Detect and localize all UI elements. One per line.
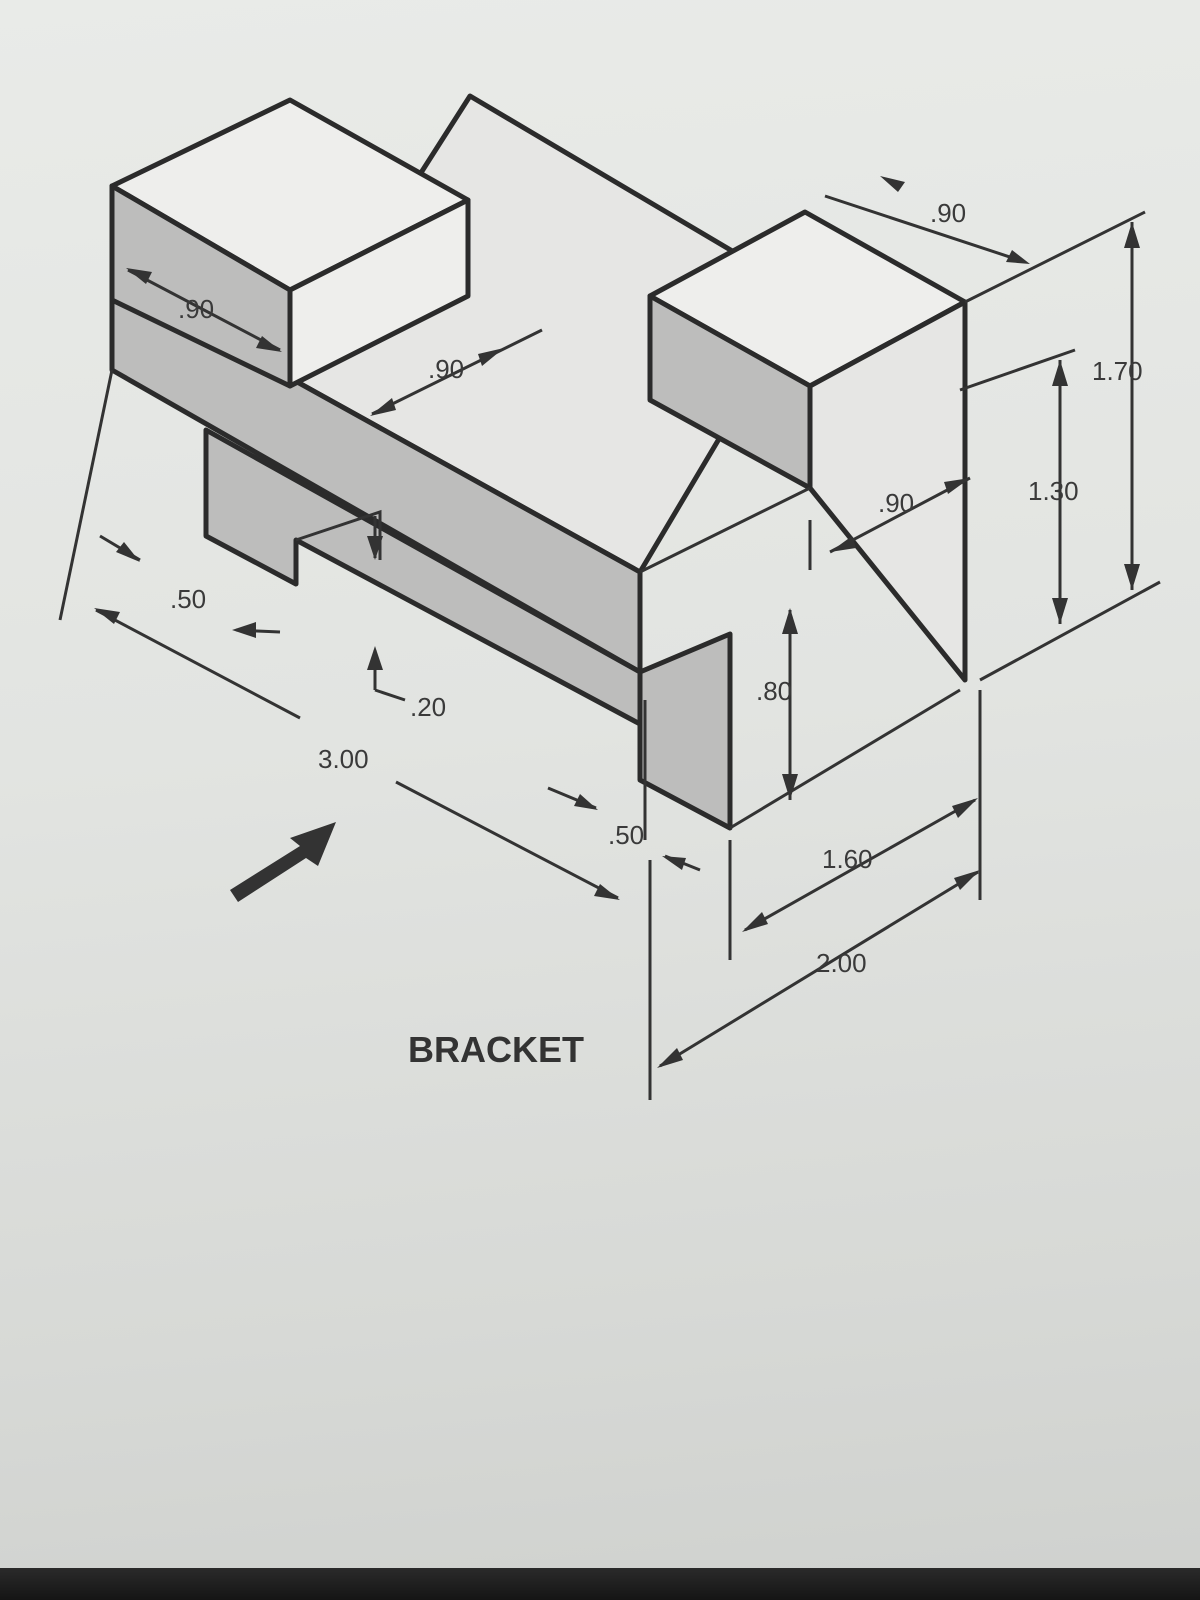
dim-arrow (742, 912, 768, 932)
dim-label: .50 (608, 820, 644, 850)
dim-arrow (478, 348, 504, 366)
right-block-step-edge (639, 486, 811, 574)
dim-arrow (1052, 360, 1068, 386)
dim-line (371, 328, 543, 416)
ext-line (964, 210, 1146, 304)
dim-arrow (232, 622, 256, 638)
ext-line (959, 348, 1076, 392)
drawing-title: BRACKET (408, 1029, 584, 1070)
dim-line (829, 476, 971, 554)
dim-arrow (952, 798, 978, 818)
dim-label: .50 (170, 584, 206, 614)
dim-line (395, 780, 619, 900)
dim-line (824, 194, 1026, 264)
right-lower-edge (729, 688, 961, 830)
dim-arrow (116, 542, 140, 562)
dim-label: 1.30 (1028, 476, 1079, 506)
monitor-bezel (0, 1568, 1200, 1600)
dim-arrow (662, 856, 686, 870)
dim-arrow (954, 870, 980, 890)
dim-line (95, 608, 301, 720)
dim-label: .90 (178, 294, 214, 324)
dim-line (659, 870, 979, 1068)
dim-arrow (126, 268, 152, 284)
dim-arrow (574, 794, 598, 810)
dim-label: .90 (930, 198, 966, 228)
dim-line (127, 268, 281, 352)
dim-arrow (1124, 564, 1140, 590)
dim-label: 2.00 (816, 948, 867, 978)
dim-arrow (1006, 250, 1030, 264)
dim-arrow (594, 884, 620, 900)
dim-line (374, 688, 406, 702)
dim-arrow (880, 176, 905, 192)
ext-line (979, 580, 1161, 682)
dim-arrow (657, 1048, 683, 1068)
dim-arrow (782, 774, 798, 800)
dim-label: .90 (428, 354, 464, 384)
dim-label: 1.70 (1092, 356, 1143, 386)
dim-line (744, 798, 976, 932)
dim-arrow (94, 608, 120, 624)
dim-arrow (830, 536, 856, 552)
dim-label: .90 (878, 488, 914, 518)
dim-arrow (944, 478, 970, 494)
dim-arrow (782, 608, 798, 634)
dim-arrow (1124, 222, 1140, 248)
right-lower-face (637, 631, 733, 831)
left-block-side (109, 183, 293, 389)
front-view-direction-arrow (230, 822, 336, 902)
dim-arrow (367, 646, 383, 670)
dim-arrow (1052, 598, 1068, 624)
dim-label: .20 (410, 692, 446, 722)
ext-line (58, 369, 114, 621)
dim-label: 1.60 (822, 844, 873, 874)
dim-label: .80 (756, 676, 792, 706)
right-block-side (807, 299, 968, 683)
dim-arrow (367, 536, 383, 560)
dim-arrow (370, 398, 396, 416)
dim-label: 3.00 (318, 744, 369, 774)
dim-arrow (256, 336, 282, 352)
